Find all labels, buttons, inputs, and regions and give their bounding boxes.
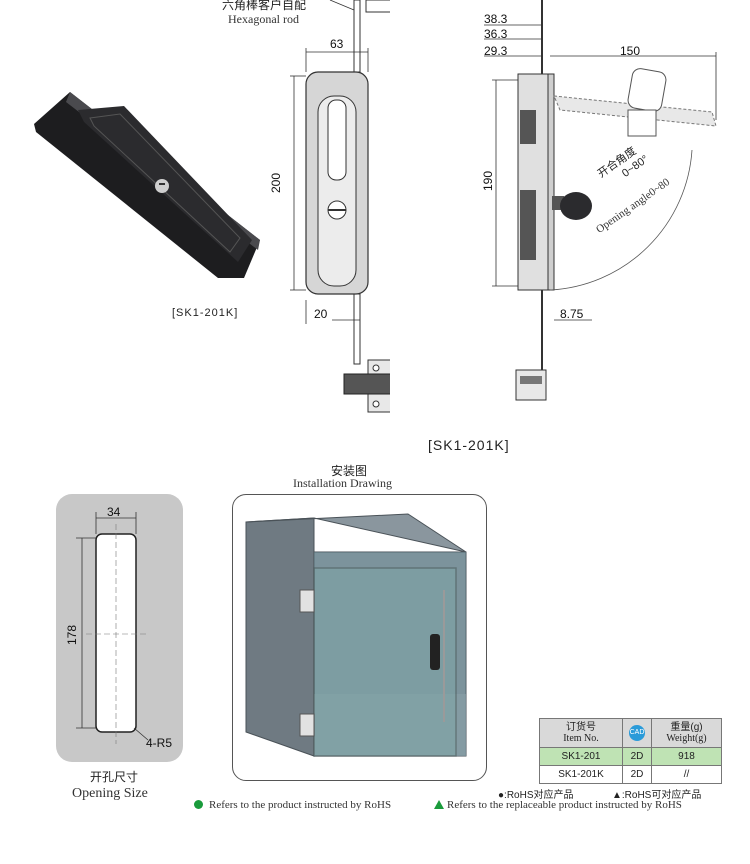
cad-icon: CAD [629, 725, 645, 741]
product-photo [34, 92, 260, 278]
cutout-width-dim: 34 [107, 505, 121, 519]
radius-leader-line [133, 727, 149, 741]
opened-lock-ghost [627, 68, 667, 112]
side-dim-2: 36.3 [484, 27, 508, 41]
replaceable-triangle-icon [434, 800, 444, 809]
lever-grip [327, 99, 347, 181]
side-height-dim: 190 [481, 170, 496, 192]
rohs-dot-icon [194, 800, 203, 809]
spec-table-header: 订货号 Item No. CAD 重量(g) Weight(g) [539, 718, 722, 748]
legend-replace-en: Refers to the replaceable product instru… [447, 799, 682, 811]
installation-title-cn: 安装图 [331, 464, 368, 478]
key-slot-icon [159, 183, 165, 185]
opening-angle-arc [549, 149, 693, 291]
opened-hinge-ghost [627, 109, 657, 137]
table-row: SK1-201K 2D // [539, 765, 722, 784]
product-photo-caption: [SK1-201K] [172, 307, 239, 319]
top-hinge-icon [299, 589, 315, 613]
bottom-latch-bolt [343, 373, 390, 395]
cutout-title-cn: 开孔尺寸 [90, 770, 139, 784]
header-cad: CAD [622, 718, 652, 748]
bottom-hinge-icon [299, 713, 315, 737]
rod-label-en: Hexagonal rod [228, 12, 299, 26]
rod-label-cn: 六角棒客户自配 [222, 0, 307, 12]
spec-table: 订货号 Item No. CAD 重量(g) Weight(g) SK1-201… [539, 718, 722, 784]
side-mechanism-upper [520, 110, 536, 144]
installation-title-en: Installation Drawing [293, 476, 392, 490]
header-weight: 重量(g) Weight(g) [651, 718, 722, 748]
side-swing-dim: 150 [620, 44, 641, 58]
cutout-drawing [76, 512, 149, 744]
legend-rohs-en: Refers to the product instructed by RoHS [209, 799, 392, 811]
side-bottom-latch [515, 369, 547, 401]
side-bottom-dim: 8.75 [560, 307, 584, 321]
cad-download-link[interactable]: 2D [622, 747, 652, 766]
drawing-caption: [SK1-201K] [428, 437, 510, 453]
side-view-drawing [484, 0, 717, 401]
handle-body-shape [34, 92, 260, 278]
handle-lever-outline [89, 113, 241, 253]
cutout-height-dim: 178 [65, 624, 80, 646]
header-item: 订货号 Item No. [539, 718, 623, 748]
front-view-drawing [290, 0, 390, 413]
key-icon [560, 192, 592, 220]
cutout-title-en: Opening Size [72, 786, 148, 801]
installed-handle-icon [430, 634, 440, 670]
side-dim-3: 29.3 [484, 44, 508, 58]
rod-leader-line [329, 0, 355, 11]
front-bottom-dim: 20 [314, 307, 328, 321]
installation-drawing [245, 513, 467, 757]
table-row: SK1-201 2D 918 [539, 747, 722, 766]
side-dim-1: 38.3 [484, 12, 508, 26]
top-latch-bracket [365, 0, 390, 13]
hex-rod-top [353, 0, 361, 73]
cad-download-link[interactable]: 2D [622, 765, 652, 784]
front-width-dim: 63 [330, 37, 344, 51]
cutout-radius: 4-R5 [146, 736, 173, 750]
lock-cylinder-icon [155, 179, 169, 193]
side-mechanism-lower [520, 190, 536, 260]
legend-rohs-cn: ●:RoHS对应产品 [498, 790, 574, 801]
hex-rod-bottom [353, 293, 361, 365]
front-height-dim: 200 [269, 172, 284, 194]
legend-replace-cn: ▲:RoHS可对应产品 [612, 790, 702, 801]
